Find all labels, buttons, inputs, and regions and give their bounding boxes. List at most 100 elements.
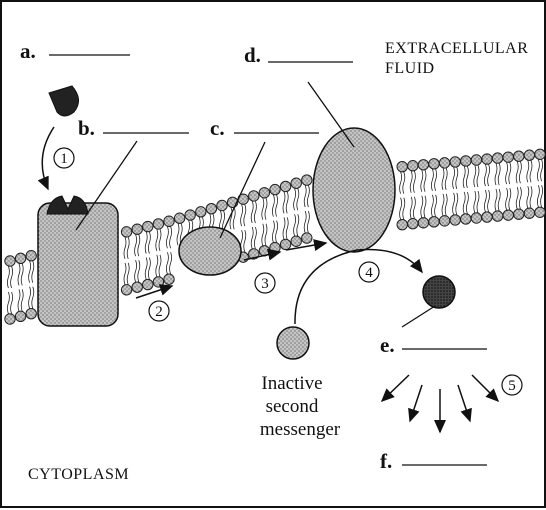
phospholipid-head (535, 207, 545, 217)
step-5-arrow-1 (382, 375, 409, 401)
lipid-tail (127, 237, 129, 259)
phospholipid-head (471, 213, 481, 223)
pointer-line-c (220, 142, 265, 238)
lipid-tail (170, 252, 172, 274)
phospholipid-head (249, 191, 259, 201)
step-4-number: 4 (365, 265, 373, 281)
lipid-tail (297, 188, 299, 210)
lipid-tail (254, 227, 256, 249)
lipid-tail (463, 192, 465, 214)
phospholipid-head (5, 314, 15, 324)
lipid-tail (484, 190, 486, 212)
lipid-tail (435, 169, 437, 191)
lipid-tail (254, 201, 256, 223)
phospholipid-head (429, 159, 439, 169)
lipid-tail (477, 191, 479, 213)
lipid-tail (530, 186, 532, 208)
inactive-caption-line1: Inactive (261, 373, 322, 394)
lipid-tail (453, 193, 455, 215)
phospholipid-head (492, 153, 502, 163)
phospholipid-head (439, 158, 449, 168)
lipid-tail (145, 258, 147, 280)
phospholipid-head (503, 152, 513, 162)
lipid-tail (304, 211, 306, 233)
lipid-tail (170, 226, 172, 248)
phospholipid-head (302, 233, 312, 243)
lipid-tail (276, 221, 278, 243)
lipid-tail (294, 214, 296, 236)
phospholipid-head (196, 207, 206, 217)
lipid-tail (262, 198, 264, 220)
lipid-tail (230, 208, 232, 230)
lipid-tail (166, 252, 168, 274)
step-5-arrow-2 (410, 385, 422, 421)
lipid-tail (445, 194, 447, 216)
lipid-tail (400, 198, 402, 220)
phospholipid-head (482, 154, 492, 164)
phospholipid-head (217, 200, 227, 210)
pointer-line-e (402, 306, 435, 327)
phospholipid-head (270, 242, 280, 252)
phospholipid-head (514, 209, 524, 219)
lipid-tail (262, 224, 264, 246)
lipid-tail (519, 187, 521, 209)
step-2-number: 2 (155, 304, 163, 320)
lipid-tail (135, 260, 137, 282)
inactive-caption-line2: second (266, 396, 319, 417)
label-d: d. (244, 43, 261, 67)
lipid-tail (509, 162, 511, 184)
phospholipid-head (270, 184, 280, 194)
lipid-tail (124, 237, 126, 259)
lipid-tail (304, 185, 306, 207)
phospholipid-head (535, 149, 545, 159)
lipid-tail (421, 196, 423, 218)
phospholipid-head (471, 155, 481, 165)
extracellular-label: EXTRACELLULAR (385, 40, 528, 57)
lipid-tail (537, 159, 539, 181)
signal-molecule (49, 86, 79, 116)
lipid-tail (413, 171, 415, 193)
lipid-tail (294, 188, 296, 210)
lipid-tail (424, 170, 426, 192)
lipid-tail (156, 255, 158, 277)
phospholipid-head (280, 239, 290, 249)
lipid-tail (435, 195, 437, 217)
lipid-tail (403, 198, 405, 220)
lipid-tail (283, 217, 285, 239)
lipid-tail (297, 214, 299, 236)
lipid-tail (474, 165, 476, 187)
lipid-tail (519, 161, 521, 183)
lipid-tail (541, 185, 543, 207)
lipid-tail (410, 171, 412, 193)
lipid-tail (442, 168, 444, 190)
lipid-tail (159, 229, 161, 251)
phospholipid-head (461, 156, 471, 166)
lipid-tail (32, 261, 34, 283)
step-5-arrow-5 (472, 375, 498, 401)
step-3-number: 3 (261, 276, 269, 292)
label-f: f. (380, 449, 392, 473)
phospholipid-head (26, 309, 36, 319)
phospholipid-head (291, 178, 301, 188)
lipid-tail (286, 192, 288, 214)
lipid-tail (516, 161, 518, 183)
phospholipid-head (174, 213, 184, 223)
label-e: e. (380, 333, 395, 357)
phospholipid-head (132, 224, 142, 234)
phospholipid-head (450, 157, 460, 167)
lipid-tail (442, 194, 444, 216)
phospholipid-head (185, 210, 195, 220)
phospholipid-head (503, 210, 513, 220)
lipid-tail (166, 226, 168, 248)
lipid-tail (251, 201, 253, 223)
lipid-tail (307, 211, 309, 233)
phospholipid-head (408, 161, 418, 171)
lipid-tail (527, 186, 529, 208)
step-4-curved-arrow (295, 249, 422, 324)
step-1-arrow (42, 127, 54, 189)
lipid-tail (495, 163, 497, 185)
lipid-tail (156, 229, 158, 251)
lipid-tail (138, 234, 140, 256)
lipid-tail (7, 292, 9, 314)
inactive-second-messenger (277, 327, 309, 359)
